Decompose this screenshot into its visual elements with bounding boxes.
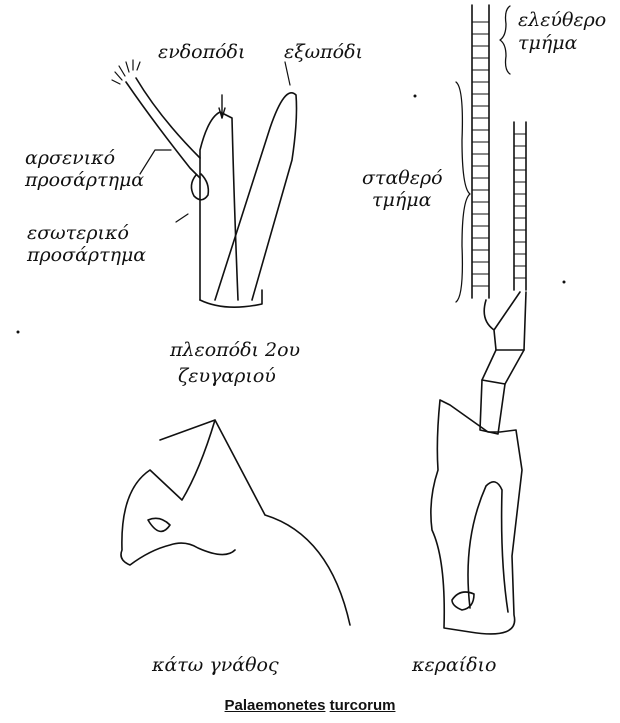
antenna-peduncle (484, 292, 526, 350)
label-free-part-2: τμήμα (518, 33, 577, 53)
figure-caption: Palaemonetes turcorum (0, 697, 620, 714)
label-pleopod-1: πλεοπόδι 2ου (170, 340, 300, 360)
label-pleopod-2: ζευγαριού (178, 366, 276, 386)
label-exopod: εξωπόδι (284, 42, 363, 62)
label-endopod: ενδοπόδι (158, 42, 245, 62)
label-inner-appendix-2: προσάρτημα (27, 245, 146, 265)
male-appendix-outline (126, 82, 200, 178)
label-fixed-part-2: τμήμα (372, 190, 431, 210)
label-fixed-part-1: σταθερό (362, 168, 443, 188)
label-antenna: κεραίδιο (412, 655, 496, 675)
setae (112, 60, 140, 84)
leader-exopod (285, 62, 290, 85)
leader-inner (176, 214, 188, 222)
label-male-appendix-1: αρσενικό (25, 148, 115, 168)
label-free-part-1: ελεύθερο (518, 10, 606, 30)
label-inner-appendix-1: εσωτερικό (27, 223, 129, 243)
label-male-appendix-2: προσάρτημα (25, 170, 144, 190)
label-mandible: κάτω γνάθος (152, 655, 279, 675)
caption-species: turcorum (330, 697, 396, 714)
exopod-outline (215, 93, 297, 300)
brace-fixed (456, 82, 470, 302)
antenna-scale (431, 400, 522, 634)
brace-free (500, 6, 510, 74)
antenna-segments-right (514, 134, 526, 278)
mandible-drawing (121, 420, 350, 625)
caption-genus: Palaemonetes (225, 697, 326, 714)
mandible-outline (121, 420, 350, 625)
leader-male (140, 150, 171, 174)
antenna-segments-left (472, 22, 489, 286)
antenna-drawing (431, 5, 526, 634)
endopod-outline (200, 112, 238, 300)
